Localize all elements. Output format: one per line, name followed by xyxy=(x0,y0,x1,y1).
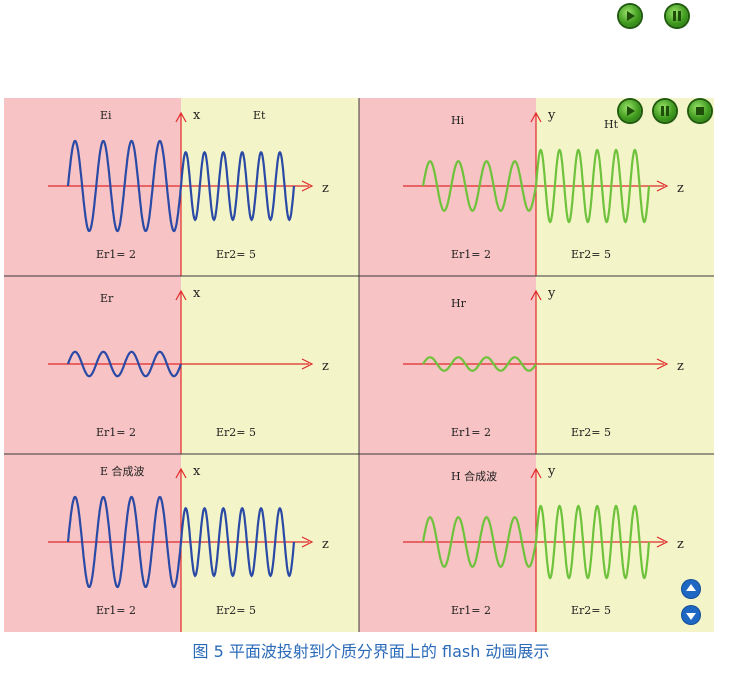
top-pause-button[interactable] xyxy=(666,5,688,27)
permittivity-medium2: Er2= 5 xyxy=(571,248,611,261)
vertical-axis-label: x xyxy=(193,286,201,301)
z-axis-arrow xyxy=(301,358,314,370)
wave-medium1 xyxy=(66,139,183,233)
permittivity-medium1: Er1= 2 xyxy=(96,426,136,439)
play-icon xyxy=(627,106,635,116)
vertical-axis-arrow xyxy=(530,467,542,479)
arrow-down-icon xyxy=(686,613,696,620)
wave-medium1 xyxy=(421,516,538,569)
sim-pause-button[interactable] xyxy=(654,100,676,122)
field-label-medium2: Ht xyxy=(604,118,619,131)
medium1-region xyxy=(4,454,181,632)
z-axis-label: z xyxy=(322,181,329,196)
vertical-axis-label: y xyxy=(547,108,556,123)
arrow-up-icon xyxy=(686,584,696,591)
z-axis-label: z xyxy=(322,359,329,374)
medium1-region xyxy=(359,454,536,632)
medium2-region xyxy=(181,454,359,632)
vertical-axis-arrow xyxy=(175,467,187,479)
permittivity-medium2: Er2= 5 xyxy=(571,604,611,617)
sim-play-button[interactable] xyxy=(619,100,641,122)
z-axis-arrow xyxy=(301,180,314,192)
wave-medium2 xyxy=(179,506,296,578)
z-axis-arrow xyxy=(301,536,314,548)
vertical-axis-arrow xyxy=(530,111,542,123)
permittivity-medium1: Er1= 2 xyxy=(96,604,136,617)
field-label-medium2: Et xyxy=(253,109,266,122)
vertical-axis-label: y xyxy=(547,286,556,301)
field-label-medium1: Er xyxy=(100,292,114,305)
medium1-region xyxy=(359,276,536,454)
medium1-region xyxy=(4,98,181,276)
wave-medium1 xyxy=(422,356,537,372)
z-axis-arrow xyxy=(656,536,669,548)
medium1-region xyxy=(4,276,181,454)
field-label-medium1: H 合成波 xyxy=(451,469,497,483)
top-play-button[interactable] xyxy=(619,5,641,27)
z-axis-arrow xyxy=(656,180,669,192)
z-axis-arrow xyxy=(656,358,669,370)
vertical-axis-label: y xyxy=(547,464,556,479)
stop-icon xyxy=(696,107,704,115)
vertical-axis-label: x xyxy=(193,108,201,123)
medium2-region xyxy=(536,98,714,276)
field-label-medium1: Ei xyxy=(100,109,112,122)
field-label-medium1: Hi xyxy=(451,114,465,127)
permittivity-medium1: Er1= 2 xyxy=(451,248,491,261)
permittivity-medium2: Er2= 5 xyxy=(216,604,256,617)
wave-medium2 xyxy=(179,150,296,222)
z-axis-label: z xyxy=(677,537,684,552)
vertical-axis-arrow xyxy=(530,289,542,301)
figure-caption: 图 5 平面波投射到介质分界面上的 flash 动画展示 xyxy=(192,642,550,661)
wave-medium2 xyxy=(534,148,651,224)
permittivity-medium2: Er2= 5 xyxy=(216,426,256,439)
permittivity-medium1: Er1= 2 xyxy=(96,248,136,261)
wave-medium1 xyxy=(66,495,183,589)
wave-medium1 xyxy=(66,350,183,378)
vertical-axis-arrow xyxy=(175,289,187,301)
sim-stop-button[interactable] xyxy=(689,100,711,122)
permittivity-medium1: Er1= 2 xyxy=(451,426,491,439)
medium2-region xyxy=(536,454,714,632)
medium2-region xyxy=(181,276,359,454)
medium2-region xyxy=(181,98,359,276)
medium1-region xyxy=(359,98,536,276)
z-axis-label: z xyxy=(322,537,329,552)
wave-medium2 xyxy=(534,504,651,580)
field-label-medium1: E 合成波 xyxy=(100,464,145,478)
vertical-axis-label: x xyxy=(193,464,201,479)
wave-medium1 xyxy=(421,160,538,213)
vertical-axis-arrow xyxy=(175,111,187,123)
pause-icon xyxy=(661,106,669,116)
scroll-up-button[interactable] xyxy=(682,580,700,598)
play-icon xyxy=(627,11,635,21)
pause-icon xyxy=(673,11,681,21)
field-label-medium1: Hr xyxy=(451,297,467,310)
permittivity-medium2: Er2= 5 xyxy=(571,426,611,439)
permittivity-medium2: Er2= 5 xyxy=(216,248,256,261)
permittivity-medium1: Er1= 2 xyxy=(451,604,491,617)
scroll-down-button[interactable] xyxy=(682,606,700,624)
medium2-region xyxy=(536,276,714,454)
z-axis-label: z xyxy=(677,359,684,374)
z-axis-label: z xyxy=(677,181,684,196)
